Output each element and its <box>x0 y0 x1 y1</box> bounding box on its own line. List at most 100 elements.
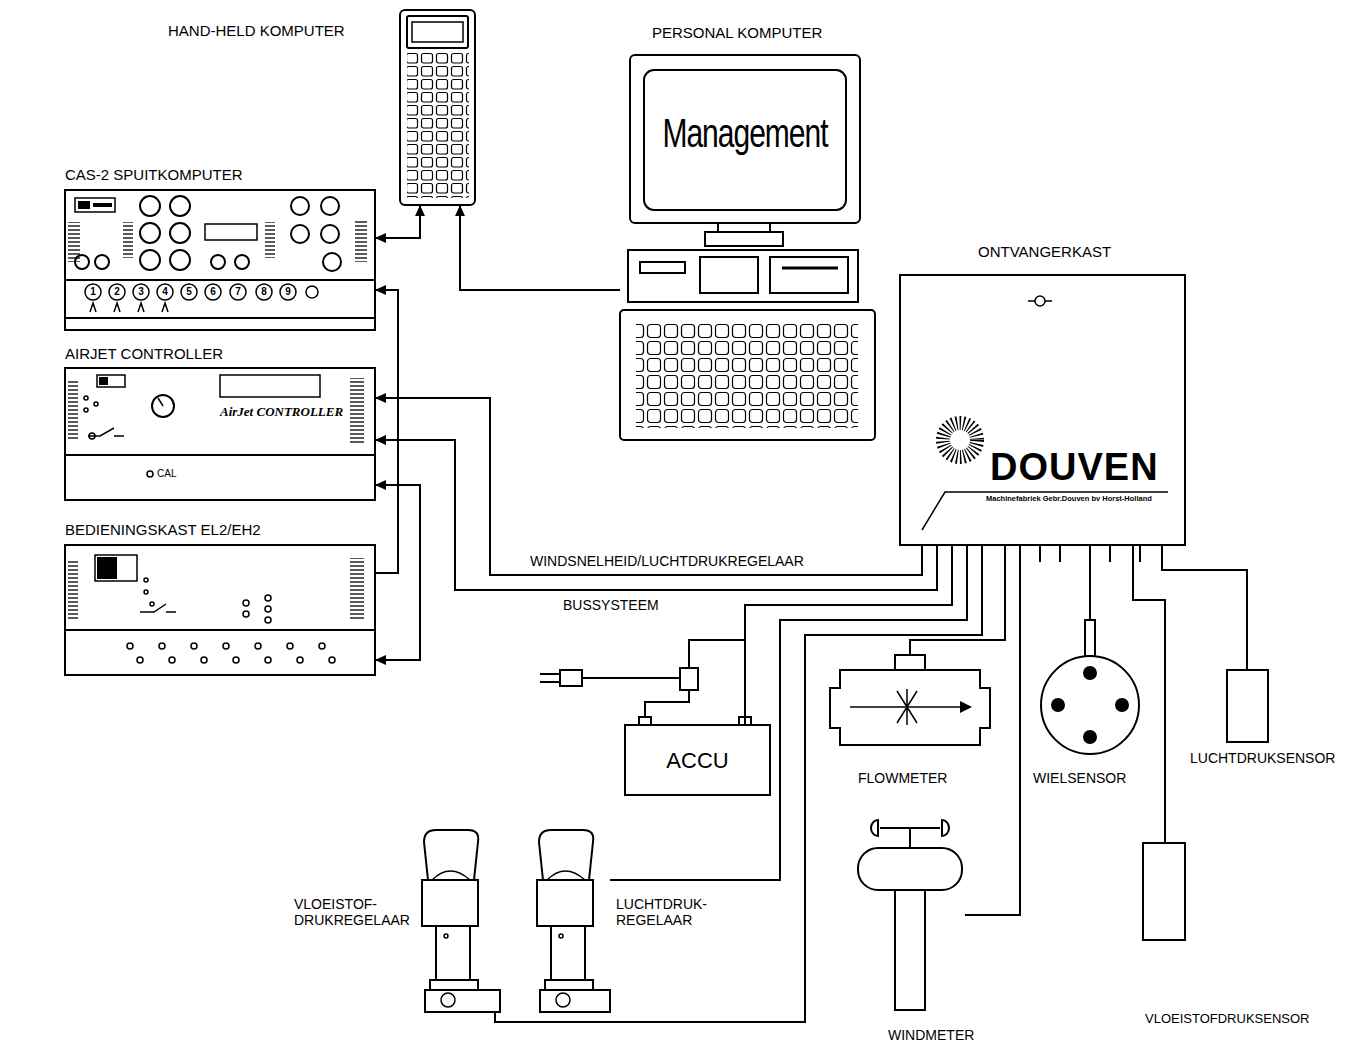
personal-computer <box>620 55 875 440</box>
handheld-computer-part <box>412 22 463 42</box>
arrowhead <box>415 205 425 216</box>
sprayer-computer-panel-part <box>306 286 318 298</box>
wire-line <box>610 545 967 880</box>
channel-number: 8 <box>258 286 270 298</box>
airjet-controller-panel-part <box>88 428 124 436</box>
liquid-pressure-sensor: VLOEISTOFDRUKSENSOR <box>1143 843 1185 940</box>
device-label: VLOEISTOFDRUKSENSOR <box>1145 1012 1309 1027</box>
personal-computer-part <box>628 250 858 302</box>
wheel-sensor-part <box>1084 667 1096 679</box>
control-box-panel-part <box>144 578 148 582</box>
air-pressure-sensor: LUCHTDRUKSENSOR <box>1227 670 1268 742</box>
control-box-panel-part <box>243 600 249 606</box>
receiver-box-part <box>1045 300 1052 302</box>
battery-part <box>540 681 560 683</box>
device-label: BEDIENINGSKAST EL2/EH2 <box>65 521 261 538</box>
signal-wire <box>375 393 922 575</box>
anemometer-part <box>871 820 878 836</box>
signal-wire <box>375 480 420 665</box>
personal-computer-part <box>644 70 846 210</box>
control-box-panel-part <box>233 657 239 663</box>
battery-part <box>560 670 582 686</box>
sprayer-computer-panel-part <box>170 250 190 270</box>
airjet-controller-panel-part <box>84 408 88 412</box>
control-box-panel-part <box>297 657 303 663</box>
sprayer-computer-panel-part <box>321 225 339 243</box>
pressure-regulator-part <box>540 990 610 1012</box>
device-label: PERSONAL KOMPUTER <box>652 24 822 41</box>
personal-computer-part <box>770 257 848 293</box>
pressure-sensor-part <box>1143 843 1185 940</box>
pressure-sensor <box>1143 670 1268 940</box>
sprayer-computer-panel-part <box>140 250 160 270</box>
sprayer-computer-panel-part <box>291 197 309 215</box>
personal-computer-part <box>700 257 758 293</box>
arrowhead <box>375 233 386 243</box>
airjet-controller-panel-part <box>68 380 78 440</box>
receiver-box-part <box>900 275 1185 545</box>
sprayer-computer-panel-part <box>109 284 125 300</box>
airjet-controller-panel-part <box>65 454 375 456</box>
receiver-box-part <box>1109 545 1111 562</box>
personal-computer-part <box>620 310 875 440</box>
wire-label: WINDSNELHEID/LUCHTDRUKREGELAAR <box>527 553 807 569</box>
personal-computer-part <box>640 262 685 273</box>
pressure-regulator-part <box>430 980 478 990</box>
signal-wire <box>1162 545 1247 670</box>
sprayer-computer-panel-part <box>65 317 375 319</box>
device-text: AirJet CONTROLLER <box>220 405 343 420</box>
sprayer-computer-panel-part <box>65 190 375 330</box>
airjet-controller-panel <box>65 368 375 500</box>
control-box-panel-part <box>350 558 364 620</box>
wheel-sensor-part <box>1116 699 1128 711</box>
control-box-panel-part <box>144 590 148 594</box>
sprayer-computer-panel-part <box>205 224 257 240</box>
sprayer-computer-panel-part <box>140 196 160 216</box>
wire-line <box>965 545 1020 915</box>
wheel-sensor: WIELSENSOR <box>1040 620 1140 755</box>
sprayer-computer-panel-part <box>95 255 109 269</box>
handheld-computer-part <box>407 52 469 198</box>
anemometer-part <box>895 890 925 1010</box>
receiver-box-part <box>1039 545 1041 562</box>
receiver-box-part <box>1028 300 1035 302</box>
airjet-controller-panel-part <box>350 378 364 443</box>
sprayer-computer-panel-part <box>256 284 272 300</box>
flowmeter-symbol-part <box>960 701 972 713</box>
receiver-box-part <box>1059 545 1061 562</box>
control-box-panel-part <box>191 643 197 649</box>
channel-number: 7 <box>232 286 244 298</box>
signal-wire <box>1090 545 1091 620</box>
control-box-panel-part <box>287 643 293 649</box>
sprayer-computer-panel-part <box>170 196 190 216</box>
device-text: DOUVEN <box>990 448 1159 486</box>
channel-number: 4 <box>159 286 171 298</box>
device-label: CAS-2 SPUITKOMPUTER <box>65 166 243 183</box>
signal-wire <box>910 545 1005 655</box>
airjet-controller-panel-part <box>94 402 98 406</box>
pressure-regulator-part <box>436 926 470 980</box>
wire-line <box>1133 545 1165 843</box>
signal-wire <box>965 545 1020 915</box>
channel-number: 2 <box>111 286 123 298</box>
sprayer-computer-panel-part <box>75 198 115 212</box>
pressure-sensor-part <box>1227 670 1268 742</box>
airjet-controller-panel-part <box>65 368 375 500</box>
handheld-computer <box>400 10 475 205</box>
wire-line <box>1089 545 1091 620</box>
pressure-regulator-part <box>539 830 593 880</box>
sprayer-computer-panel-part <box>265 222 275 258</box>
battery <box>540 640 770 795</box>
personal-computer-part <box>705 232 783 246</box>
handheld-computer-part <box>400 10 475 205</box>
receiver-box-part <box>922 492 1168 530</box>
device-label: LUCHTDRUKSENSOR <box>1190 750 1335 766</box>
pressure-regulator-part <box>559 934 563 938</box>
device-label: ACCU <box>625 748 770 773</box>
control-box-panel-part <box>169 657 175 663</box>
anemometer-part <box>858 848 962 890</box>
device-label: ONTVANGERKAST <box>978 243 1111 260</box>
arrowhead <box>375 285 386 295</box>
personal-computer-part <box>636 324 858 428</box>
pressure-regulator-part <box>424 830 478 880</box>
